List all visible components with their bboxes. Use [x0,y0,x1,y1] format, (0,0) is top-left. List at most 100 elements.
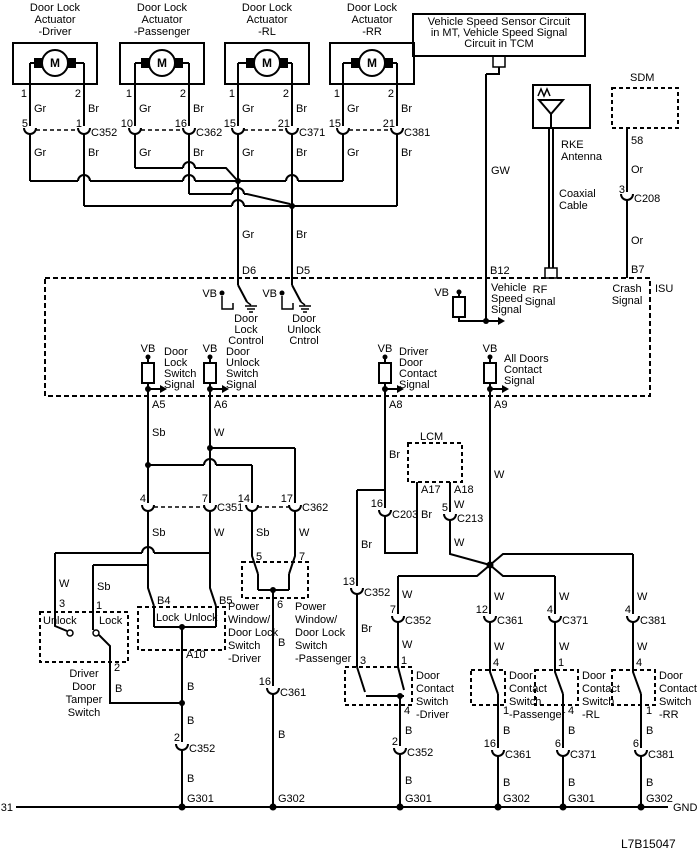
component-label: Switch [68,707,100,719]
pin-label: 21 [278,118,290,130]
component-label: -RL [582,709,600,721]
connector-label: C352 [364,587,390,599]
pin-label: 15 [224,118,236,130]
ground-label: G301 [568,793,595,805]
connector-label: C352 [407,747,433,759]
connector-label: C362 [196,127,222,139]
connector-label: C361 [505,749,531,761]
signal-label: All Doors [504,353,549,365]
signal-label: Switch [164,368,196,380]
pin-label: 3 [59,598,65,610]
pin-label: 21 [383,118,395,130]
component-label: Switch [228,640,260,652]
pin-label: 1 [21,88,27,100]
motor-label: M [157,56,167,70]
connector-label: C208 [634,193,660,205]
sdm-box [611,87,679,129]
connector-label: C381 [404,127,430,139]
motor-label: M [367,56,377,70]
signal-label: Lock [234,324,258,336]
wire-color-label: B [646,725,653,737]
wire-color-label: Gr [242,147,255,159]
component-label: Window/ [295,614,338,626]
actuator-driver-box [12,42,98,85]
component-label: -Driver [416,709,449,721]
signal-label: Signal [612,295,643,307]
wire-color-label: W [494,641,505,653]
pin-label: 12 [476,604,488,616]
wire-color-label: GW [491,165,511,177]
wire-color-label: Gr [139,147,152,159]
connector-label: C213 [457,513,483,525]
wire-color-label: Br [401,103,412,115]
wire-color-label: Br [193,147,204,159]
wire-color-label: W [59,578,70,590]
vb-label: VB [262,288,277,300]
wire-color-label: B [278,729,285,741]
motor-label: M [262,56,272,70]
dashed-boxes [39,87,679,706]
connector-label: C352 [91,127,117,139]
actuator-title: -RR [362,26,382,38]
component-label: Contact [416,683,454,695]
pin-label: B5 [219,595,232,607]
isu-label: ISU [655,283,673,295]
connector-label: C371 [562,615,588,627]
actuator-passenger-box [119,42,205,85]
wire-color-label: W [454,499,465,511]
wire-color-label: W [454,537,465,549]
signal-label: Crash [612,283,641,295]
pin-label: 15 [329,118,341,130]
ground-label: G301 [187,793,214,805]
component-label: Switch [295,640,327,652]
signal-arrows [160,317,509,393]
lcm-label: LCM [420,431,443,443]
pin-label: 4 [404,705,410,717]
connector-label: C361 [497,615,523,627]
vb-label: VB [203,343,218,355]
wire-color-label: Gr [34,103,47,115]
wire-color-label: W [494,469,505,481]
ground-label: G302 [646,793,673,805]
signal-label: Cntrol [289,335,318,347]
ground-label: GND [673,802,698,814]
pin-label: 2 [174,732,180,744]
pin-label: 2 [283,88,289,100]
rf-connector-tab [544,267,558,279]
bus-label: 31 [1,802,13,814]
wire-color-label: Gr [242,229,255,241]
wire-color-label: B [187,773,194,785]
pin-label: A8 [389,399,402,411]
actuator-title: -Passenger [134,26,191,38]
pin-label: 1 [76,118,82,130]
component-label: Driver [69,668,99,680]
actuator-rr-box [329,42,415,85]
wire-color-label: W [402,589,413,601]
actuator-title: Door Lock [347,2,398,14]
actuator-title: Actuator [352,14,393,26]
wire-color-label: Sb [152,427,165,439]
wire-color-label: B [187,715,194,727]
component-label: Window/ [228,614,271,626]
pin-label: 6 [555,738,561,750]
pin-label: 16 [484,738,496,750]
wire-color-label: Br [193,103,204,115]
actuator-title: -RL [258,26,276,38]
rke-label: RKE [561,139,584,151]
door-contact-driver-box [344,666,413,706]
vss-box-text: Vehicle Speed Sensor Circuit [428,16,570,28]
wires [16,62,668,808]
wire-color-label: W [637,641,648,653]
wire-color-label: B [646,777,653,789]
signal-label: Signal [164,379,195,391]
diagram-code: L7B15047 [621,837,676,851]
junction-dots [145,178,645,811]
pin-label: B7 [631,264,644,276]
vb-label: VB [141,343,156,355]
coax-label: Cable [559,200,588,212]
pin-label: 4 [493,657,499,669]
pin-label: B12 [490,265,510,277]
wire-color-label: B [503,725,510,737]
wire-color-label: W [637,591,648,603]
